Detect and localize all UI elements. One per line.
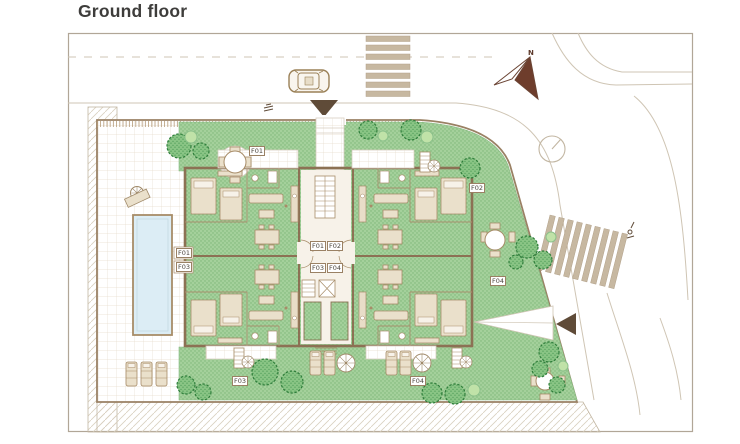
entrance-arrow-top-icon: [310, 100, 338, 117]
tree: [421, 382, 443, 404]
tree: [515, 235, 539, 259]
driveway-line: [473, 321, 554, 324]
umbrella-loungers-f04: [385, 350, 432, 376]
roundabout-symbol: [538, 135, 566, 163]
garden-table-east: [480, 222, 516, 258]
unit-label-f03-entrance: F03: [310, 263, 327, 273]
garden-table-north: [218, 146, 252, 184]
umbrella-loungers-f03: [309, 350, 356, 376]
curb-junction-2: [551, 32, 693, 86]
tree: [420, 130, 434, 144]
unit-label-f01-west: F01: [176, 248, 193, 258]
tree: [508, 254, 524, 270]
pinwheel-plant: [459, 355, 473, 369]
pool: [132, 214, 173, 336]
tree: [538, 341, 560, 363]
tree: [531, 360, 549, 378]
unit-label-f01-entrance: F01: [310, 241, 327, 251]
tree: [176, 375, 196, 395]
tree: [545, 231, 557, 243]
tree: [459, 157, 481, 179]
tree: [166, 133, 192, 159]
crosswalk-top: [365, 35, 411, 97]
tree: [533, 250, 553, 270]
tree: [467, 383, 481, 397]
pinwheel-plant: [427, 159, 441, 173]
tree: [400, 119, 422, 141]
curb-southeast-1: [606, 292, 641, 416]
unit-label-f02-garden: F02: [469, 183, 486, 193]
door-gap-east: [351, 242, 355, 264]
tree: [280, 370, 304, 394]
pool-inner-line: [136, 218, 169, 332]
tree: [192, 142, 210, 160]
trees: [166, 119, 569, 405]
curb-junction-1: [577, 32, 692, 73]
tree: [358, 120, 378, 140]
unit-label-f03-west: F03: [176, 262, 193, 272]
gate-symbol: [263, 103, 274, 112]
car-icon: [288, 69, 330, 93]
door-gap-west: [297, 242, 301, 264]
crosswalk-right: [536, 214, 628, 289]
unit-label-f04-east: F04: [490, 276, 507, 286]
tree: [194, 383, 212, 401]
entrance-path: [315, 115, 346, 171]
north-label: N: [528, 49, 534, 57]
tree: [444, 383, 466, 405]
stairs-core: [301, 279, 316, 298]
tree: [184, 130, 198, 144]
tree: [251, 358, 279, 386]
property-fence: [96, 119, 579, 403]
north-arrow-icon: N: [493, 49, 539, 101]
south-hatched-strip: [96, 401, 601, 433]
decorative-cart: [123, 186, 151, 208]
tree: [377, 130, 389, 142]
tree: [557, 360, 569, 372]
curb-corner: [455, 102, 595, 401]
central-core: [297, 170, 355, 355]
unit-label-f04-entrance: F04: [327, 263, 344, 273]
tree: [548, 376, 566, 394]
entrance-arrow-east-icon: [556, 313, 576, 335]
page-title: Ground floor: [78, 1, 188, 21]
road-marking: [626, 221, 635, 239]
curb-east: [633, 95, 689, 301]
pool-loungers: [125, 361, 168, 387]
unit-label-f03-garden: F03: [232, 376, 249, 386]
pinwheel-plant: [241, 355, 255, 369]
courtyard-planter-east: [330, 301, 349, 341]
unit-label-f04-garden: F04: [410, 376, 427, 386]
curb-southeast-2: [659, 317, 682, 401]
courtyard-planter-west: [303, 301, 322, 341]
unit-label-f02-entrance: F02: [327, 241, 344, 251]
unit-label-f01-garden: F01: [249, 146, 266, 156]
roads: [68, 32, 693, 416]
